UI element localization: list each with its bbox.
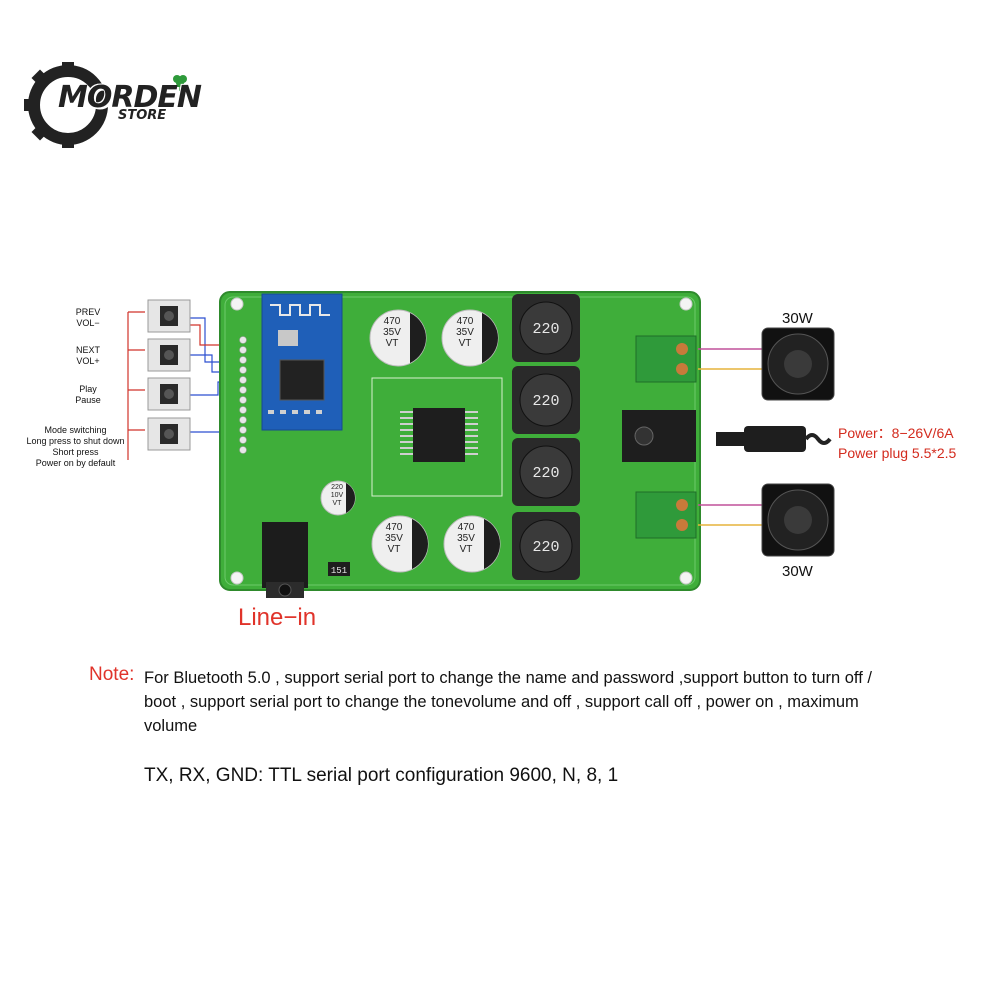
dc-power-jack	[622, 410, 696, 462]
inductor-label-4: 220	[532, 539, 559, 556]
inductor-label-2: 220	[532, 393, 559, 410]
tactile-button-prev	[147, 299, 191, 333]
inductor-label-3: 220	[532, 465, 559, 482]
capacitor-label-2: 470 35V VT	[456, 316, 474, 349]
logo-main-text: MORDEN	[58, 80, 202, 115]
capacitor-label-3: 470 35V VT	[385, 522, 403, 555]
clover-icon	[173, 75, 187, 91]
speaker-top	[761, 327, 835, 401]
inductor-label-1: 220	[532, 321, 559, 338]
button-label-mode: Mode switching Long press to shut down S…	[26, 425, 125, 468]
button-label-prev: PREV VOL−	[75, 307, 101, 328]
capacitor-4	[443, 515, 501, 573]
button-label-next: NEXT VOL+	[75, 345, 100, 366]
capacitor-1	[369, 309, 427, 367]
ttl-config-text: TX, RX, GND: TTL serial port configurati…	[144, 765, 619, 786]
capacitor-label-1: 470 35V VT	[383, 316, 401, 349]
power-plug	[716, 426, 832, 452]
tactile-button-mode	[147, 417, 191, 451]
capacitor-label-4: 470 35V VT	[457, 522, 475, 555]
capacitor-2	[441, 309, 499, 367]
terminal-block-left	[635, 335, 697, 383]
note-label: Note:	[89, 664, 135, 685]
inductor-1	[512, 294, 580, 362]
power-voltage: Power：8−26V/6A	[838, 425, 954, 441]
tactile-button-play	[147, 377, 191, 411]
small-capacitor-label: 220 10V VT	[330, 484, 344, 507]
speaker-bottom	[761, 483, 835, 557]
bluetooth-module	[261, 293, 343, 431]
inductor-3	[512, 438, 580, 506]
tactile-button-next	[147, 338, 191, 372]
audio-jack	[262, 522, 308, 598]
inductor-4	[512, 512, 580, 580]
note-text: For Bluetooth 5.0 , support serial port …	[144, 669, 872, 735]
power-spec-text: Power：8−26V/6A Power plug 5.5*2.5	[838, 423, 956, 463]
gear-icon	[24, 62, 108, 148]
resistor	[328, 562, 350, 576]
power-plug-size: Power plug 5.5*2.5	[838, 445, 957, 461]
inductor-2	[512, 366, 580, 434]
speaker-top-label: 30W	[782, 310, 813, 327]
resistor-label: 151	[331, 566, 347, 576]
speaker-bottom-label: 30W	[782, 563, 813, 580]
button-label-play: Play Pause	[75, 384, 101, 405]
capacitor-3	[371, 515, 429, 573]
amplifier-board-illustration: 220 220 220 220 151	[127, 291, 835, 598]
line-in-label: Line−in	[238, 604, 317, 631]
logo-sub-text: STORE	[118, 108, 167, 123]
small-capacitor	[320, 480, 356, 516]
terminal-block-right	[635, 491, 697, 539]
amplifier-chip	[400, 408, 478, 462]
